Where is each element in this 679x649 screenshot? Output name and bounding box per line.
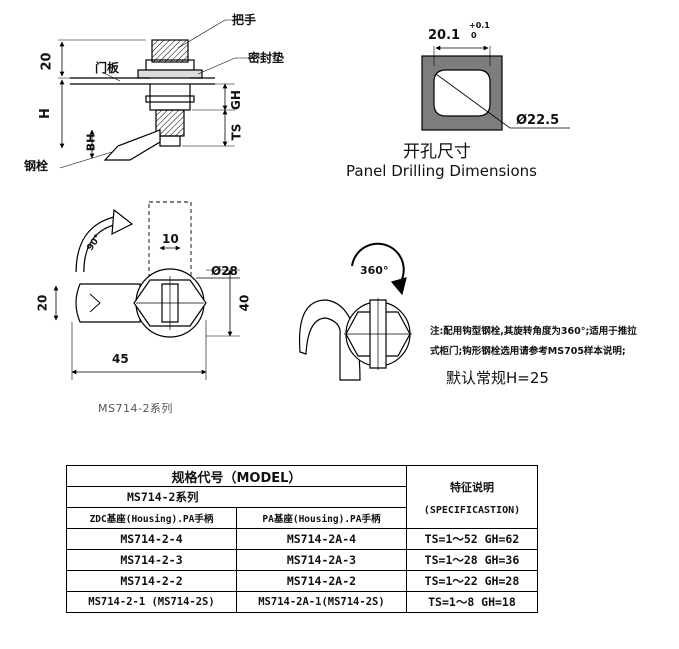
latch-label: 钢栓 bbox=[24, 159, 49, 173]
drill-tol-plus: +0.1 bbox=[469, 21, 490, 30]
front-view bbox=[53, 201, 240, 380]
table-row: MS714-2-1 (MS714-2S) MS714-2A-1(MS714-2S… bbox=[66, 591, 539, 613]
hook-view bbox=[298, 242, 412, 381]
dim-gh: GH bbox=[228, 90, 243, 110]
row-a: MS714-2-3 bbox=[66, 549, 237, 571]
col2-header: PA基座(Housing).PA手柄 bbox=[235, 507, 407, 529]
table-row: ZDC基座(Housing).PA手柄 PA基座(Housing).PA手柄 bbox=[66, 507, 538, 529]
table-row: MS714-2-4 MS714-2A-4 TS=1～52 GH=62 bbox=[66, 528, 539, 550]
row-spec: TS=1～52 GH=62 bbox=[405, 528, 539, 550]
spec-table: 规格代号（MODEL） 特征说明 (SPECIFICASTION) MS714-… bbox=[66, 465, 539, 613]
side-view bbox=[58, 19, 262, 169]
door-panel-label: 门板 bbox=[95, 61, 120, 75]
drill-diameter: Ø22.5 bbox=[516, 113, 560, 128]
row-spec: TS=1～22 GH=28 bbox=[405, 570, 539, 592]
rotation-360: 360° bbox=[360, 264, 389, 277]
seal-label: 密封垫 bbox=[248, 51, 285, 65]
dim-45: 45 bbox=[112, 352, 129, 366]
dim-40: 40 bbox=[237, 294, 252, 312]
row-b: MS714-2A-3 bbox=[235, 549, 407, 571]
desc-header: 特征说明 (SPECIFICASTION) bbox=[405, 465, 539, 529]
row-spec: TS=1～28 GH=36 bbox=[405, 549, 539, 571]
desc-header-en: (SPECIFICASTION) bbox=[423, 504, 521, 516]
row-a: MS714-2-4 bbox=[66, 528, 237, 550]
drill-width: 20.1 bbox=[428, 28, 461, 43]
row-b: MS714-2A-1(MS714-2S) bbox=[235, 591, 407, 613]
drill-tol-zero: 0 bbox=[471, 31, 477, 40]
dim-ts: TS bbox=[229, 123, 244, 141]
row-a: MS714-2-1 (MS714-2S) bbox=[66, 591, 237, 613]
dim-h: H bbox=[37, 108, 53, 119]
dim-20-side: 20 bbox=[39, 52, 55, 71]
col1-header: ZDC基座(Housing).PA手柄 bbox=[66, 507, 237, 529]
dim-10: 10 bbox=[162, 232, 179, 246]
table-row: MS714-2-2 MS714-2A-2 TS=1～22 GH=28 bbox=[66, 570, 539, 592]
dim-28: Ø28 bbox=[211, 264, 238, 278]
desc-header-cn: 特征说明 bbox=[449, 480, 494, 494]
drilling-view bbox=[421, 45, 570, 131]
row-a: MS714-2-2 bbox=[66, 570, 237, 592]
handle-label: 把手 bbox=[232, 13, 257, 27]
series-cell: MS714-2系列 bbox=[66, 486, 407, 508]
default-h: 默认常规H=25 bbox=[446, 369, 549, 387]
row-b: MS714-2A-2 bbox=[235, 570, 407, 592]
drill-title-cn: 开孔尺寸 bbox=[403, 142, 471, 162]
model-header: 规格代号（MODEL） bbox=[66, 465, 407, 487]
row-b: MS714-2A-4 bbox=[235, 528, 407, 550]
row-spec: TS=1～8 GH=18 bbox=[405, 591, 539, 613]
drill-title-en: Panel Drilling Dimensions bbox=[346, 162, 537, 180]
table-row: 规格代号（MODEL） 特征说明 (SPECIFICASTION) bbox=[66, 465, 539, 529]
hook-note-line1: 注:配用钩型钢栓,其旋转角度为360°;适用于推拉 bbox=[430, 326, 637, 337]
hook-note-line2: 式柜门;钩形钢栓选用请参考MS705样本说明; bbox=[430, 346, 626, 357]
table-row: MS714-2-3 MS714-2A-3 TS=1～28 GH=36 bbox=[66, 549, 539, 571]
table-row: MS714-2系列 bbox=[66, 486, 538, 508]
dim-bh: BH bbox=[84, 133, 98, 152]
series-label: MS714-2系列 bbox=[98, 402, 173, 415]
dim-20-front: 20 bbox=[35, 294, 50, 312]
